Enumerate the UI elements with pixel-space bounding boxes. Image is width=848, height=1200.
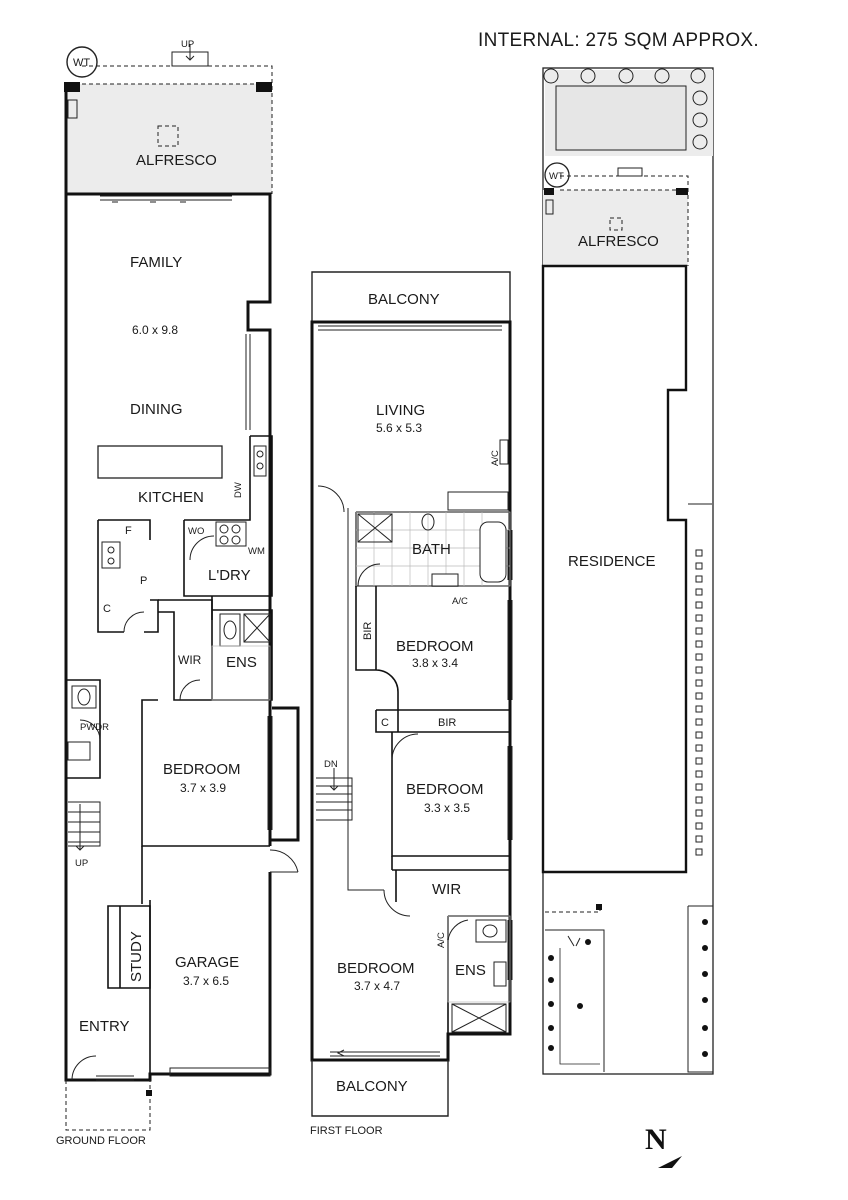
gf-caption: GROUND FLOOR <box>56 1135 146 1147</box>
site-residence-label: RESIDENCE <box>568 553 656 570</box>
fence-post <box>695 705 703 713</box>
site-plan <box>541 67 714 1075</box>
first-floor-plan <box>310 271 513 1117</box>
garden-shrub <box>702 919 708 925</box>
ff-ac-bed3-label: A/C <box>436 932 447 948</box>
fence-post <box>695 627 703 635</box>
internal-area-label: INTERNAL: 275 SQM APPROX. <box>478 30 759 51</box>
garden-shrub <box>548 955 554 961</box>
fence-post <box>695 653 703 661</box>
fence-post <box>695 796 703 804</box>
ff-living-dim: 5.6 x 5.3 <box>376 421 422 435</box>
fence-post <box>695 718 703 726</box>
alfresco-area <box>66 84 272 194</box>
garden-shrub <box>585 939 591 945</box>
fence-post <box>695 757 703 765</box>
gf-laundry-label: L'DRY <box>208 567 251 584</box>
ff-bath-label: BATH <box>412 541 451 558</box>
fence-post <box>695 809 703 817</box>
fence-post <box>695 549 703 557</box>
ff-bir2-label: BIR <box>438 717 456 729</box>
garden-shrub <box>548 1025 554 1031</box>
fence-post <box>695 588 703 596</box>
garden-shrub <box>702 971 708 977</box>
fence-post <box>695 601 703 609</box>
ff-wir-label: WIR <box>432 881 461 898</box>
ff-caption: FIRST FLOOR <box>310 1125 383 1137</box>
north-label: N <box>645 1123 667 1156</box>
fence-post <box>695 614 703 622</box>
garden-shrub <box>702 1025 708 1031</box>
ff-ac-living-label: A/C <box>490 450 501 466</box>
ff-living-label: LIVING <box>376 402 425 419</box>
north-arrow: N <box>645 1123 682 1168</box>
gf-pwdr-label: PWDR <box>80 722 109 733</box>
gf-dining-label: DINING <box>130 401 183 418</box>
fence-post <box>695 692 703 700</box>
garden-shrub <box>702 1051 708 1057</box>
ff-balcony-top-label: BALCONY <box>368 291 440 308</box>
fence-post <box>695 783 703 791</box>
gf-wo-label: WO <box>188 526 204 537</box>
fence-post <box>695 731 703 739</box>
gf-garage-dim: 3.7 x 6.5 <box>183 974 229 988</box>
fence-post <box>695 835 703 843</box>
gf-fridge-label: F <box>125 525 132 537</box>
ff-bir1-label: BIR <box>362 622 374 640</box>
ff-bedroom3-dim: 3.7 x 4.7 <box>354 979 400 993</box>
ff-bedroom1-dim: 3.8 x 3.4 <box>412 656 458 670</box>
garden-shrub <box>548 977 554 983</box>
ff-ac-bath-label: A/C <box>452 596 468 607</box>
gf-up-top-label: UP <box>181 39 194 50</box>
gf-alfresco-label: ALFRESCO <box>136 152 217 169</box>
gf-bedroom-label: BEDROOM <box>163 761 241 778</box>
gf-cupboard-label: C <box>103 603 111 615</box>
ff-ens-label: ENS <box>455 962 486 979</box>
gf-study-label: STUDY <box>128 931 145 982</box>
gf-wir-label: WIR <box>178 653 202 667</box>
fence-post <box>695 666 703 674</box>
fence-post <box>695 744 703 752</box>
gf-garage-label: GARAGE <box>175 954 239 971</box>
garden-shrub <box>577 1003 583 1009</box>
garden-shrub <box>702 997 708 1003</box>
ff-bedroom2-label: BEDROOM <box>406 781 484 798</box>
fence-post <box>695 640 703 648</box>
ff-bedroom1-label: BEDROOM <box>396 638 474 655</box>
gf-kitchen-label: KITCHEN <box>138 489 204 506</box>
gf-pantry-label: P <box>140 575 147 587</box>
ground-floor-plan <box>64 44 300 1131</box>
garden-shrub <box>548 1045 554 1051</box>
gf-family-label: FAMILY <box>130 254 182 271</box>
gf-wm-label: WM <box>248 546 265 557</box>
garden-shrub <box>702 945 708 951</box>
gf-up-stair-label: UP <box>75 858 88 869</box>
gf-family-dim: 6.0 x 9.8 <box>132 323 178 337</box>
fence-post <box>695 770 703 778</box>
gf-wt-label: WT <box>73 57 90 69</box>
fence-post <box>695 575 703 583</box>
gf-ens-label: ENS <box>226 654 257 671</box>
ff-cupboard-label: C <box>381 717 389 729</box>
ff-bedroom2-dim: 3.3 x 3.5 <box>424 801 470 815</box>
fence-post <box>695 822 703 830</box>
fence-post <box>695 562 703 570</box>
fence-post <box>695 848 703 856</box>
site-alfresco-label: ALFRESCO <box>578 233 659 250</box>
garden-shrub <box>548 1001 554 1007</box>
fence-post <box>695 679 703 687</box>
gf-entry-label: ENTRY <box>79 1018 130 1035</box>
ff-bedroom3-label: BEDROOM <box>337 960 415 977</box>
ff-dn-label: DN <box>324 759 338 770</box>
gf-dw-label: DW <box>233 482 244 498</box>
gf-bedroom-dim: 3.7 x 3.9 <box>180 781 226 795</box>
ff-balcony-bottom-label: BALCONY <box>336 1078 408 1095</box>
site-wt-label: WT <box>549 171 564 182</box>
